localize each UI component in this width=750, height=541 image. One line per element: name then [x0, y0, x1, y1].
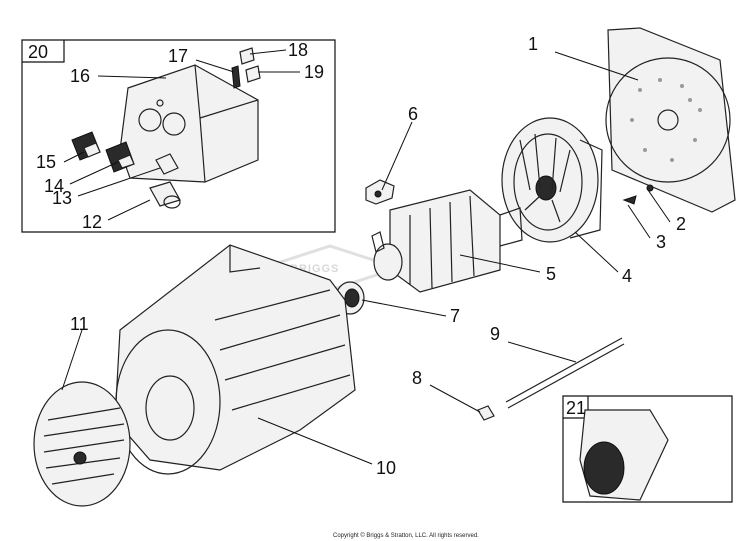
brush-holder — [365, 179, 395, 205]
callout-4: 4 — [622, 266, 632, 286]
cooling-fan — [501, 117, 603, 243]
inset-box-control-panel — [21, 39, 336, 233]
callout-18: 18 — [288, 40, 308, 60]
callout-20: 20 — [28, 42, 48, 62]
callout-5: 5 — [546, 264, 556, 284]
callout-19: 19 — [304, 62, 324, 82]
callout-11: 11 — [70, 314, 89, 334]
callout-10: 10 — [376, 458, 396, 478]
callout-16: 16 — [70, 66, 90, 86]
callout-3: 3 — [656, 232, 666, 252]
callout-13: 13 — [52, 188, 72, 208]
callout-14: 14 — [44, 176, 64, 196]
leader-lines — [61, 49, 671, 465]
callout-1: 1 — [528, 34, 538, 54]
rear-bearing-carrier — [605, 27, 736, 213]
rotor — [371, 189, 523, 293]
end-cover-grille — [33, 381, 131, 507]
callout-17: 17 — [168, 46, 188, 66]
callout-9: 9 — [490, 324, 500, 344]
callout-21: 21 — [566, 398, 586, 418]
stator-housing — [114, 244, 356, 475]
callout-7: 7 — [450, 306, 460, 326]
callout-6: 6 — [408, 104, 418, 124]
callout-12: 12 — [82, 212, 102, 232]
callout-8: 8 — [412, 368, 422, 388]
inset-box-21 — [562, 395, 733, 503]
copyright-notice: Copyright © Briggs & Stratton, LLC. All … — [333, 532, 479, 539]
small-hardware — [477, 184, 654, 421]
callout-15: 15 — [36, 152, 56, 172]
callout-2: 2 — [676, 214, 686, 234]
